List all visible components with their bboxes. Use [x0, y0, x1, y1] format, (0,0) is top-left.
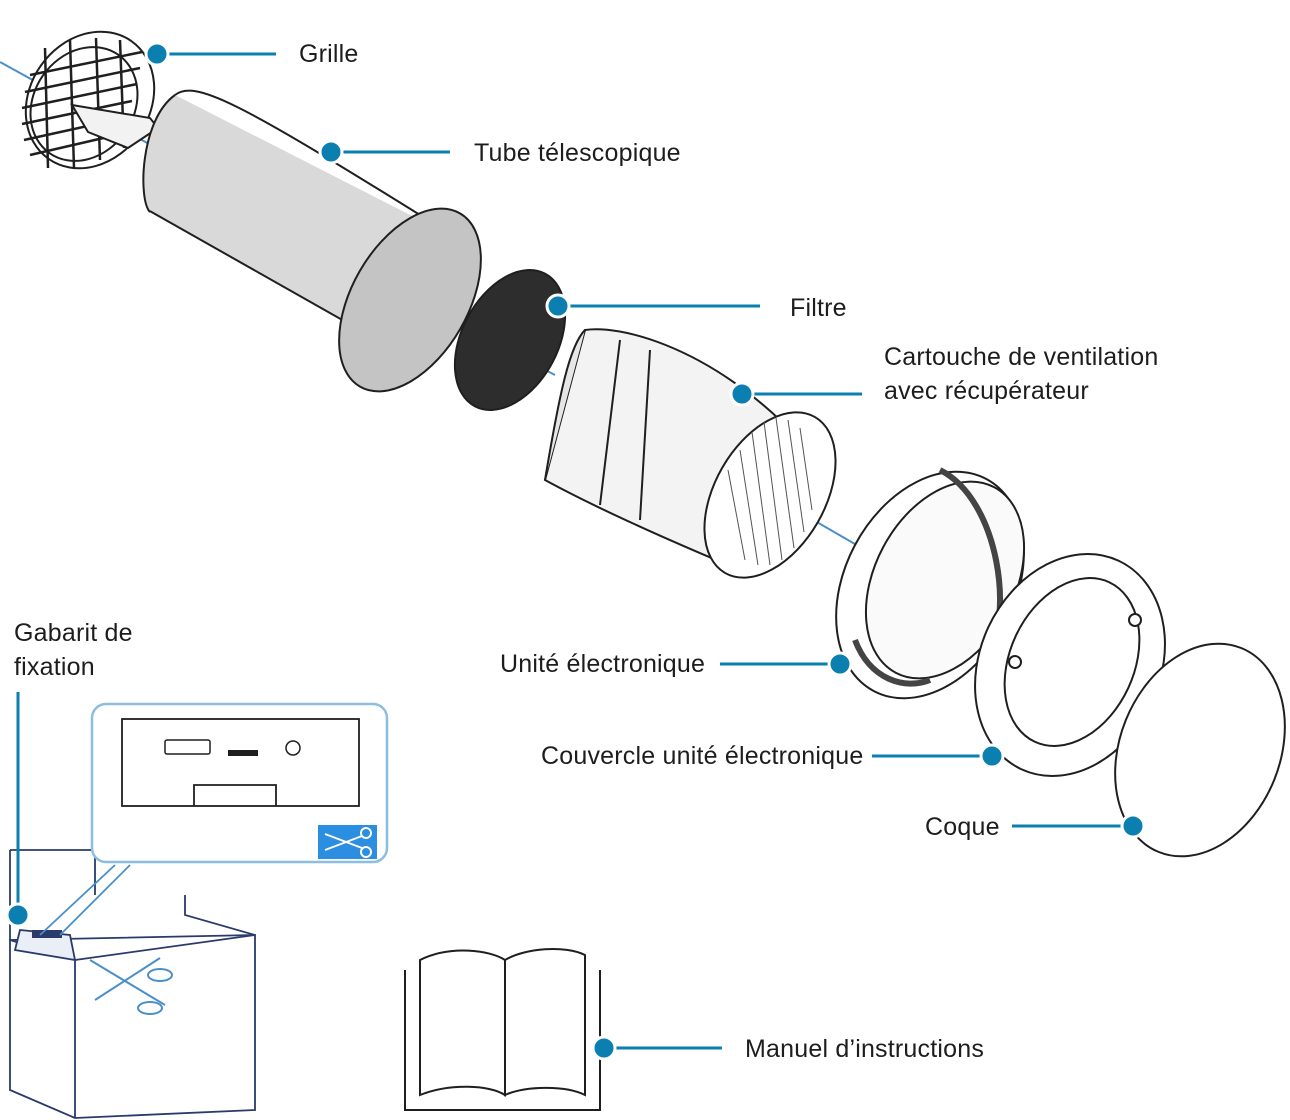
dot-tube — [318, 139, 344, 165]
dot-couvercle — [979, 743, 1005, 769]
leader-dots — [5, 41, 1146, 1061]
mounting-template-box — [9, 849, 256, 1119]
label-gabarit: Gabarit de fixation — [14, 616, 133, 684]
grille-part — [21, 30, 160, 170]
dot-filtre — [545, 293, 571, 319]
instruction-manual-book — [404, 947, 601, 1111]
dot-unite — [827, 651, 853, 677]
label-filtre: Filtre — [790, 294, 847, 322]
label-coque: Coque — [925, 813, 1000, 841]
ventilation-cartridge-part — [543, 328, 837, 579]
tube-part — [142, 89, 482, 393]
dot-gabarit — [5, 902, 31, 928]
dot-coque — [1120, 813, 1146, 839]
label-cartouche-line2: avec récupérateur — [884, 377, 1089, 405]
leader-lines — [16, 52, 1133, 1050]
dot-manuel — [591, 1035, 617, 1061]
scissors-box-icon — [89, 957, 173, 1015]
filter-part — [453, 269, 567, 411]
label-tube: Tube télescopique — [474, 139, 681, 167]
label-manuel: Manuel d’instructions — [745, 1035, 985, 1063]
label-cartouche-line1: Cartouche de ventilation — [884, 343, 1159, 371]
shell-part — [1114, 642, 1286, 858]
label-unite: Unité électronique — [500, 650, 706, 678]
dot-grille — [144, 41, 170, 67]
scissors-icon — [324, 827, 372, 858]
label-couvercle: Couvercle unité électronique — [541, 742, 864, 770]
label-gabarit-line2: fixation — [14, 653, 95, 681]
electronic-unit-part — [835, 467, 1026, 700]
template-callout — [90, 702, 389, 864]
label-cartouche: Cartouche de ventilation avec récupérate… — [884, 340, 1158, 408]
label-grille: Grille — [299, 40, 359, 68]
label-gabarit-line1: Gabarit de — [14, 619, 133, 647]
dot-cartouche — [729, 381, 755, 407]
